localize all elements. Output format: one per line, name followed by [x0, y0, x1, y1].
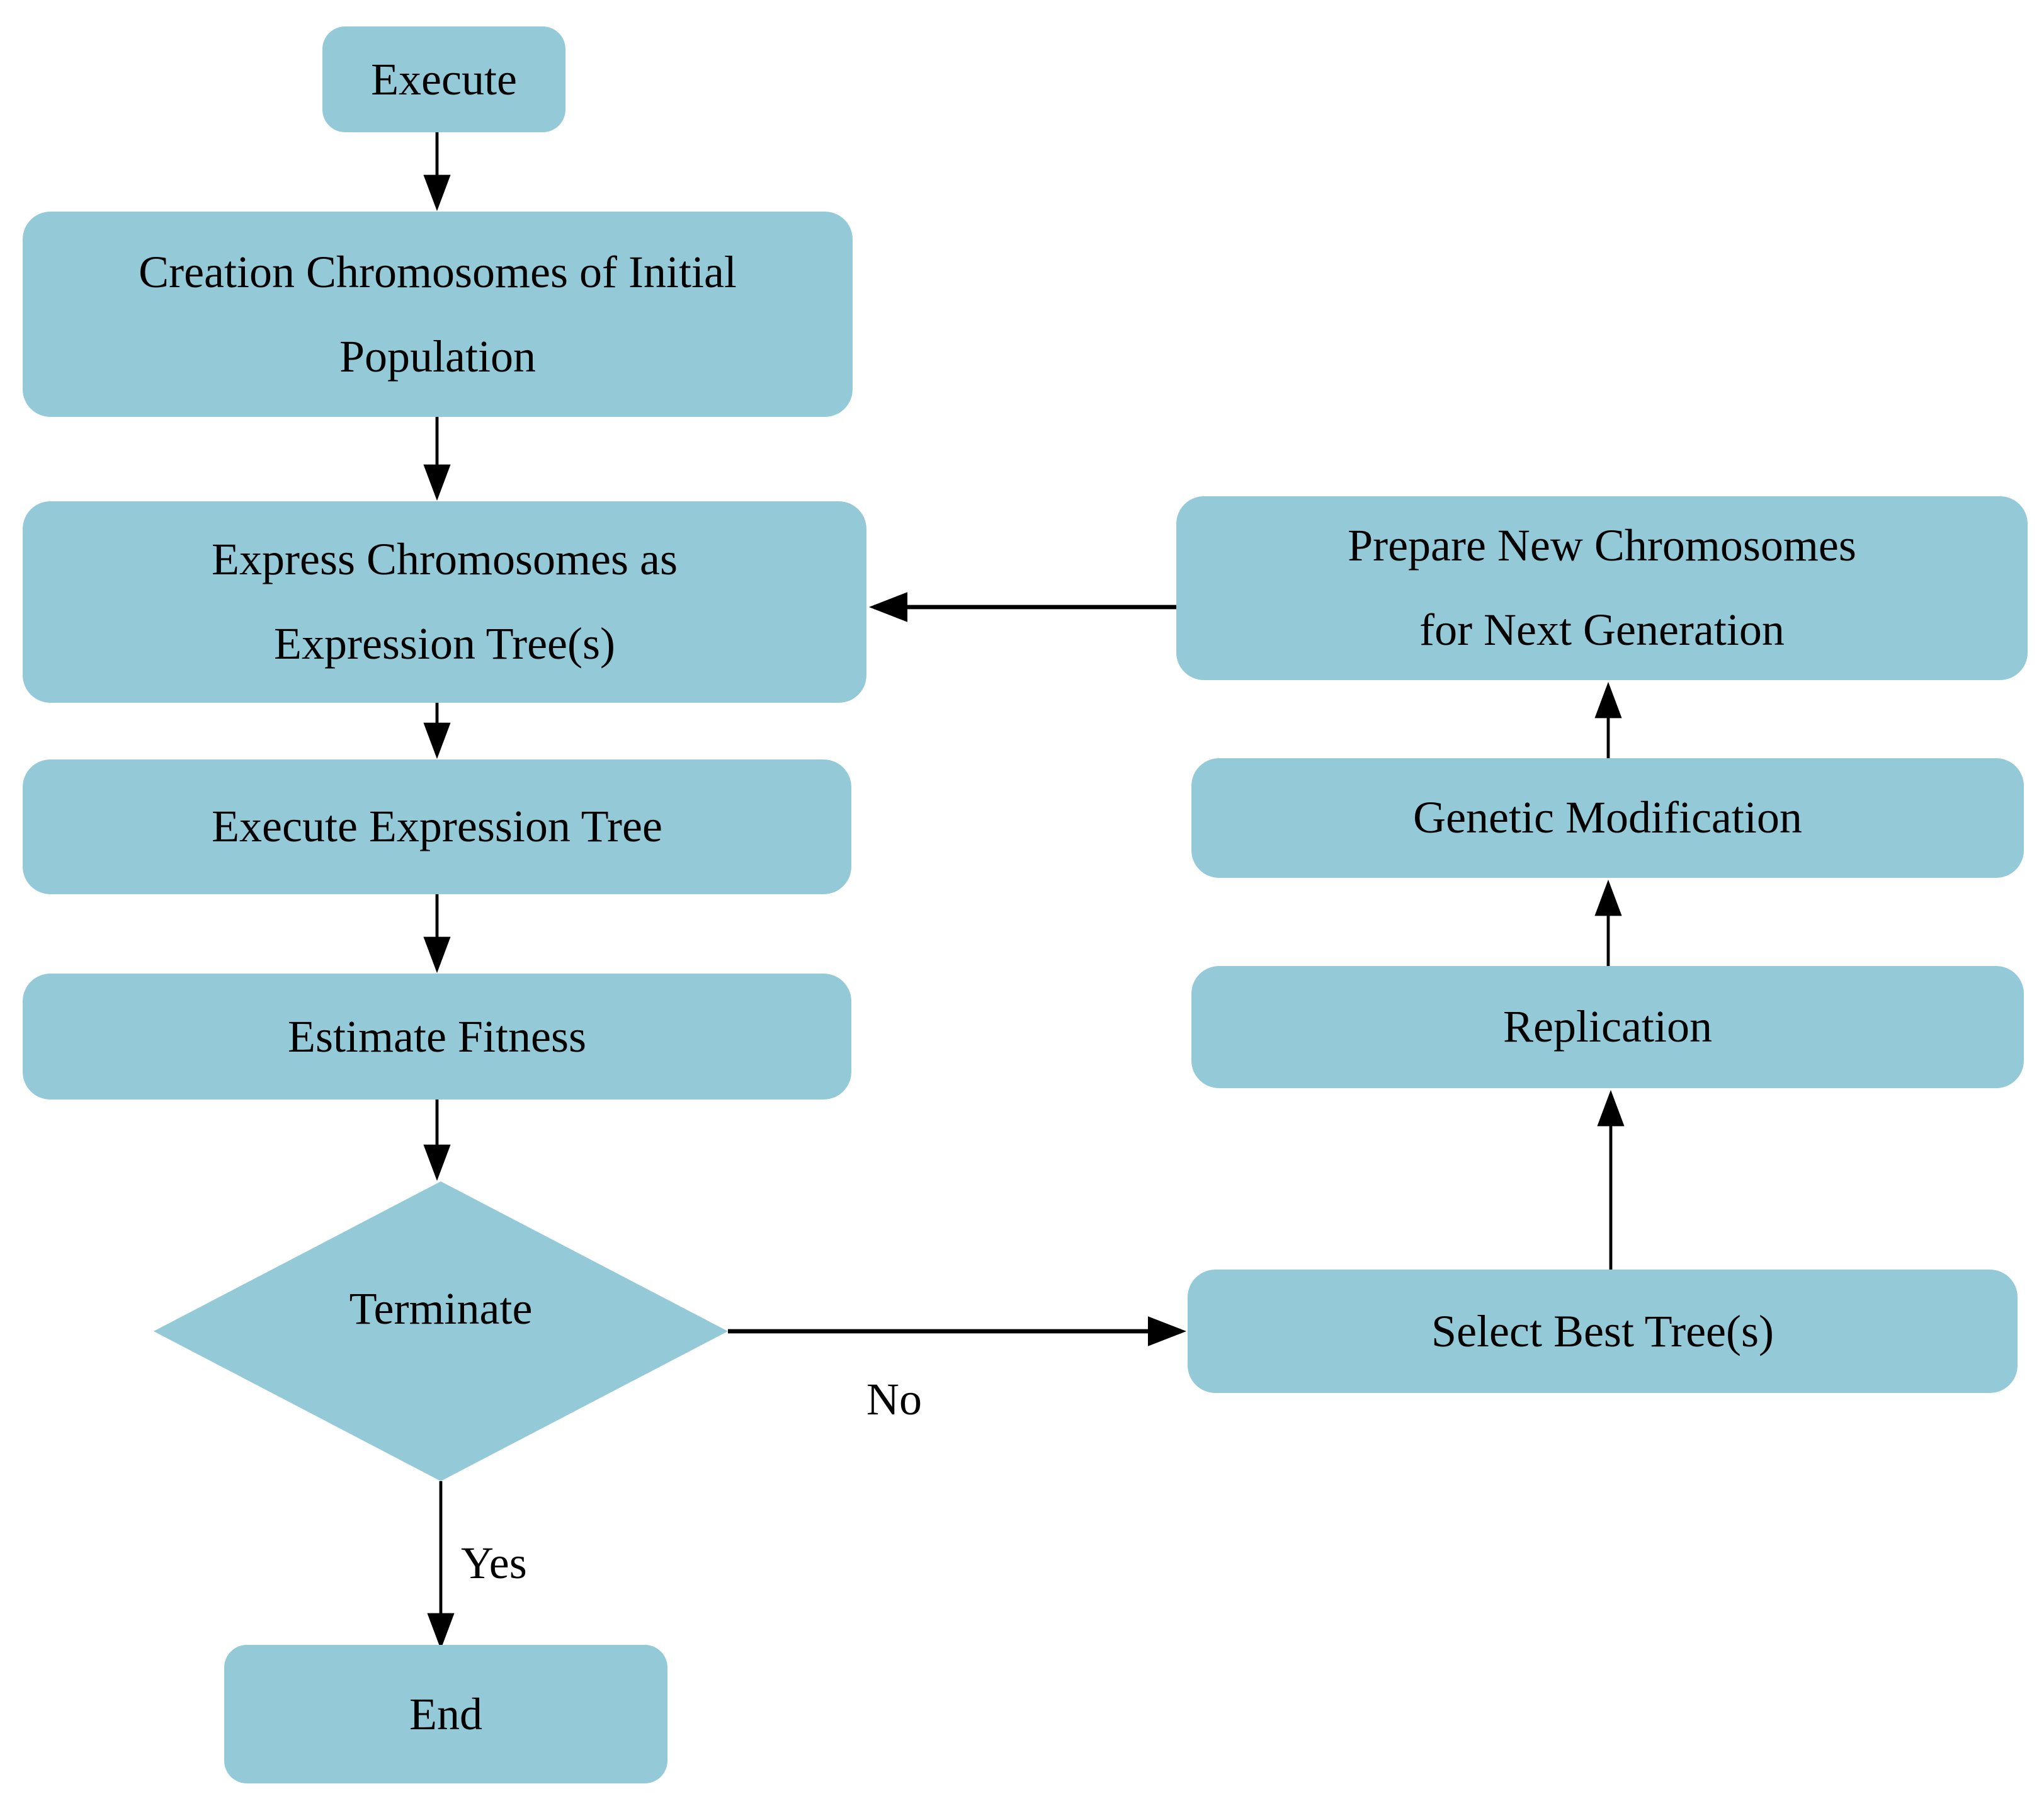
node-express-chromosomes: Express Chromosomes as Expression Tree(s… — [23, 501, 866, 703]
edge-label-yes: Yes — [461, 1538, 527, 1588]
decision-terminate-label: Terminate — [349, 1283, 533, 1334]
node-estimate-fitness: Estimate Fitness — [23, 974, 851, 1100]
node-execute-label: Execute — [371, 54, 517, 105]
node-select-best-trees-label: Select Best Tree(s) — [1431, 1305, 1774, 1356]
node-express-chromosomes-label-line2: Expression Tree(s) — [274, 618, 615, 669]
node-end: End — [224, 1645, 667, 1783]
node-prepare-new-chromosomes-label-line1: Prepare New Chromosomes — [1348, 520, 1856, 571]
node-genetic-modification: Genetic Modification — [1191, 758, 2024, 878]
node-execute-expression-tree: Execute Expression Tree — [23, 759, 851, 894]
node-prepare-new-chromosomes-label-line2: for Next Generation — [1419, 605, 1785, 655]
node-end-label: End — [409, 1688, 482, 1739]
node-genetic-modification-label: Genetic Modification — [1413, 792, 1802, 843]
decision-terminate: Terminate — [154, 1181, 728, 1481]
node-express-chromosomes-label-line1: Express Chromosomes as — [212, 534, 678, 585]
node-execute-expression-tree-label: Execute Expression Tree — [212, 801, 662, 852]
node-estimate-fitness-label: Estimate Fitness — [288, 1011, 586, 1062]
node-replication: Replication — [1191, 966, 2024, 1088]
node-prepare-new-chromosomes: Prepare New Chromosomes for Next Generat… — [1176, 496, 2028, 680]
node-execute: Execute — [322, 26, 565, 132]
node-creation-chromosomes: Creation Chromosomes of Initial Populati… — [23, 212, 853, 417]
node-creation-chromosomes-label-line1: Creation Chromosomes of Initial — [139, 246, 737, 297]
node-select-best-trees: Select Best Tree(s) — [1188, 1270, 2018, 1393]
node-replication-label: Replication — [1503, 1001, 1712, 1052]
edge-label-no: No — [866, 1374, 922, 1424]
node-creation-chromosomes-label-line2: Population — [339, 331, 536, 381]
